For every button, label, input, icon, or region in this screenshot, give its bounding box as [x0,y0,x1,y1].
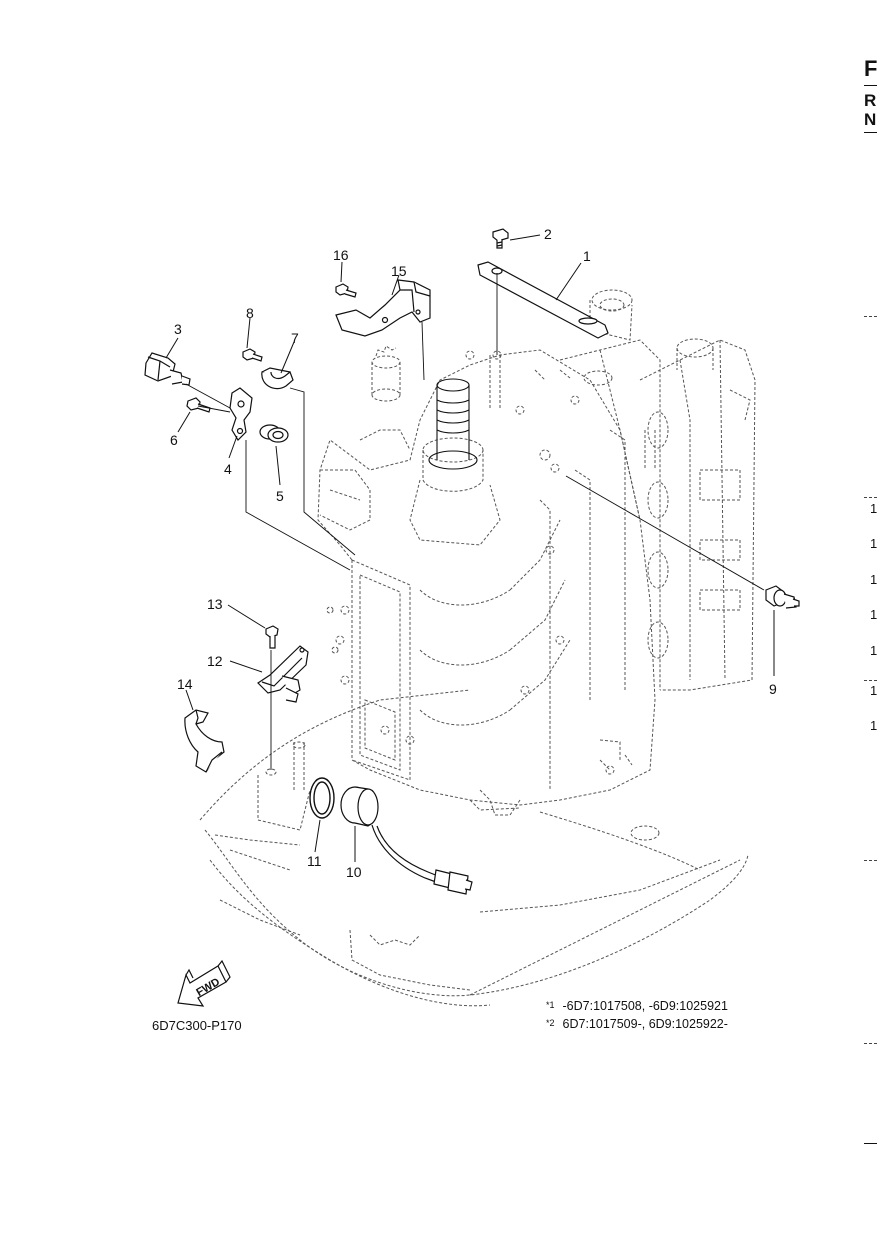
edge-tick-3 [864,680,877,682]
edge-number-1: 1 [870,501,877,516]
starter-gear [371,345,401,402]
note-2: *2 6D7:1017509-, 6D9:1025922- [546,1017,728,1031]
edge-letter-n: N [864,110,877,129]
callout-8: 8 [246,305,254,321]
callout-2: 2 [544,226,552,242]
edge-letter-f: F [864,56,877,81]
note-2-text: 6D7:1017509-, 6D9:1025922- [562,1017,728,1031]
callout-9: 9 [769,681,777,697]
edge-number-3: 1 [870,572,877,587]
part-9-switch [765,585,800,609]
callout-12: 12 [207,653,223,669]
note-1: *1 -6D7:1017508, -6D9:1025921 [546,999,728,1013]
callout-16: 16 [333,247,349,263]
edge-tick-5 [864,1043,877,1045]
callout-10: 10 [346,864,362,880]
part-16-bolt [335,283,357,298]
edge-rule-2 [864,132,877,133]
part-6-bolt [186,397,211,413]
part-10-sensor-with-lead [340,786,473,895]
edge-number-7: 1 [870,718,877,733]
edge-tick-2 [864,497,877,499]
installation-guide-lines [185,273,765,770]
edge-rule-1 [864,85,877,86]
edge-letter-r: R [864,91,877,110]
bottom-cowling-outline [199,689,749,1007]
edge-rule-3 [864,1143,877,1144]
part-2-bolt [492,228,509,249]
fwd-arrow [177,959,231,1007]
callout-numbers: 1 2 3 4 5 6 7 8 9 10 11 12 13 14 15 16 [170,226,777,880]
callout-15: 15 [391,263,407,279]
callout-4: 4 [224,461,232,477]
edge-number-2: 1 [870,536,877,551]
callout-1: 1 [583,248,591,264]
part-3-sensor [144,352,191,386]
cylinder-block-outline [317,289,756,816]
note-1-mark: *1 [546,1000,555,1010]
part-7-clamp [261,367,294,390]
edge-number-6: 1 [870,683,877,698]
edge-tick-4 [864,860,877,862]
part-12-holder [257,645,309,703]
drawing-code: 6D7C300-P170 [152,1018,242,1033]
callout-5: 5 [276,488,284,504]
callout-14: 14 [177,676,193,692]
part-14-clamp [184,709,225,773]
crankshaft-top [428,378,478,470]
callout-6: 6 [170,432,178,448]
part-4-bracket [229,387,253,441]
part-15-bracket [335,279,431,337]
part-8-screw [242,348,263,362]
callout-7: 7 [291,330,299,346]
callout-3: 3 [174,321,182,337]
part-11-o-ring [309,777,335,819]
leader-lines [165,234,775,862]
note-1-text: -6D7:1017508, -6D9:1025921 [562,999,728,1013]
edge-number-4: 1 [870,607,877,622]
callout-13: 13 [207,596,223,612]
note-2-mark: *2 [546,1018,555,1028]
part-13-screw [265,625,279,649]
edge-tick-1 [864,316,877,318]
edge-number-5: 1 [870,643,877,658]
part-5-grommet [259,424,289,443]
part-1-plate [477,261,609,339]
callout-11: 11 [307,853,322,869]
